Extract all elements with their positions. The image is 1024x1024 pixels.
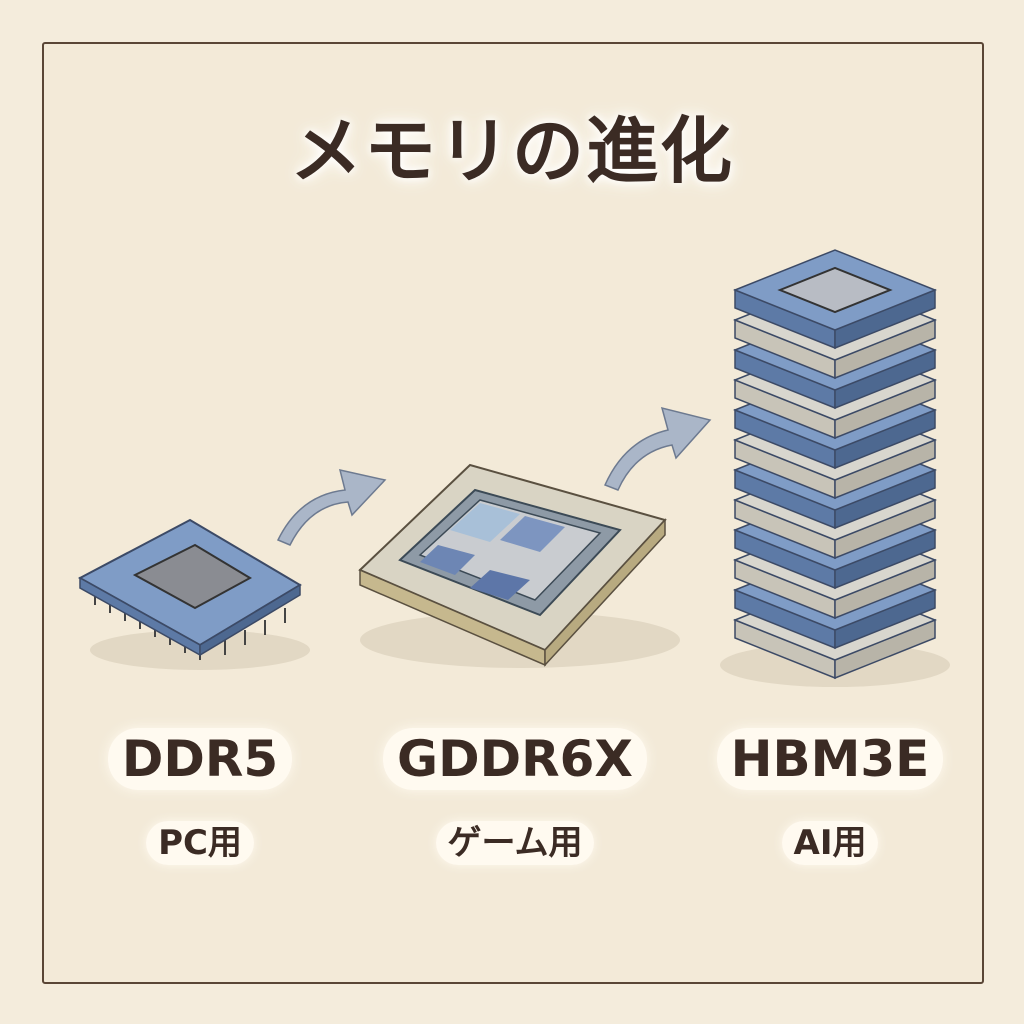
- memory-use-ddr5: PC用: [70, 815, 330, 865]
- hbm-stack-icon: [720, 249, 950, 687]
- gpu-memory-package-icon: [358, 463, 680, 668]
- memory-use: PC用: [146, 821, 254, 865]
- top-die: [777, 266, 893, 314]
- memory-use-gddr6x: ゲーム用: [370, 815, 660, 865]
- memory-name: HBM3E: [716, 728, 944, 790]
- memory-name: DDR5: [107, 728, 293, 790]
- memory-use-hbm3e: AI用: [700, 815, 960, 865]
- memory-name: GDDR6X: [383, 728, 647, 790]
- arrow-icon: [603, 406, 712, 491]
- memory-item-ddr5: DDR5: [70, 728, 330, 790]
- memory-use: ゲーム用: [435, 821, 595, 865]
- page-title: メモリの進化: [289, 109, 734, 193]
- memory-use: AI用: [781, 821, 879, 865]
- dram-chip-icon: [77, 518, 310, 670]
- arrow-icon: [276, 469, 387, 546]
- memory-item-gddr6x: GDDR6X: [370, 728, 660, 790]
- memory-item-hbm3e: HBM3E: [700, 728, 960, 790]
